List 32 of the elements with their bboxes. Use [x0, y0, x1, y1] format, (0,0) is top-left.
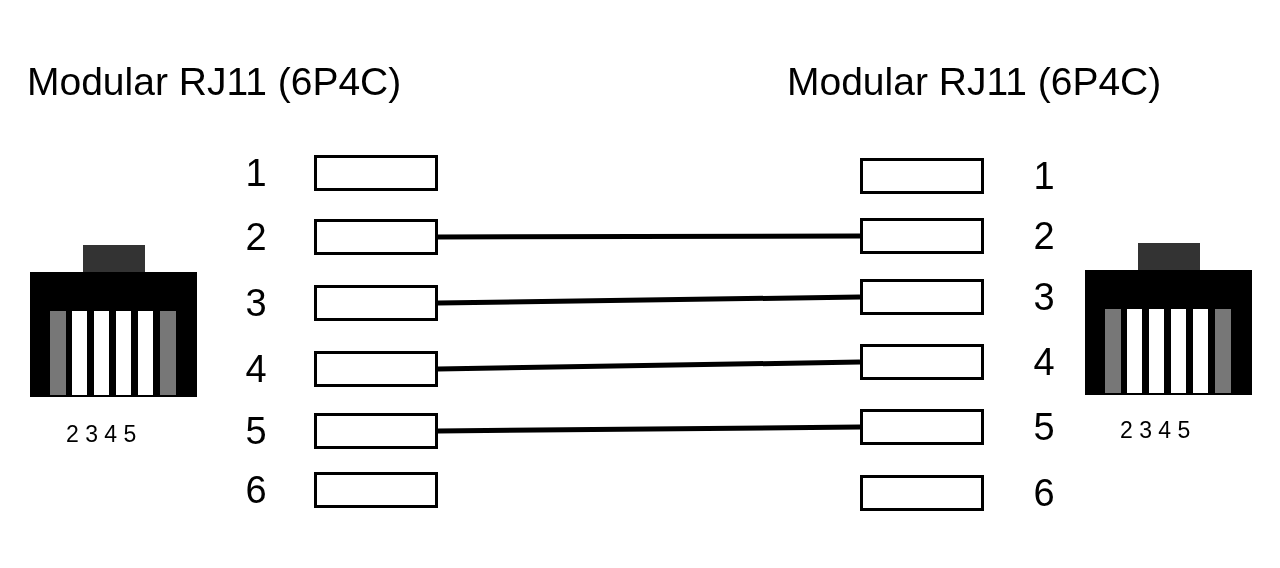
wire — [437, 424, 861, 434]
pin-box — [860, 158, 984, 194]
pin-box — [314, 413, 438, 449]
pin-number: 1 — [1032, 156, 1056, 196]
wire — [437, 294, 861, 306]
wire — [438, 233, 860, 240]
pin-number: 1 — [244, 153, 268, 193]
pin-box — [314, 351, 438, 387]
connector-title: Modular RJ11 (6P4C) — [787, 60, 1162, 104]
pin-number: 4 — [244, 349, 268, 389]
pin-box — [860, 218, 984, 254]
wire — [437, 359, 861, 372]
pin-box — [314, 155, 438, 191]
pin-number: 6 — [1032, 473, 1056, 513]
pin-number: 3 — [244, 283, 268, 323]
pin-box — [314, 285, 438, 321]
pin-number: 2 — [1032, 216, 1056, 256]
pin-number: 4 — [1032, 342, 1056, 382]
pin-box — [860, 475, 984, 511]
pin-box — [860, 279, 984, 315]
contact-numbers: 2 3 4 5 — [66, 421, 137, 447]
pin-number: 3 — [1032, 277, 1056, 317]
contact-numbers: 2 3 4 5 — [1120, 417, 1191, 443]
pin-box — [314, 219, 438, 255]
pin-number: 5 — [1032, 407, 1056, 447]
pin-box — [860, 409, 984, 445]
pin-box — [860, 344, 984, 380]
pin-number: 6 — [244, 470, 268, 510]
pin-number: 2 — [244, 217, 268, 257]
pin-number: 5 — [244, 411, 268, 451]
connector-title: Modular RJ11 (6P4C) — [27, 60, 402, 104]
pin-box — [314, 472, 438, 508]
